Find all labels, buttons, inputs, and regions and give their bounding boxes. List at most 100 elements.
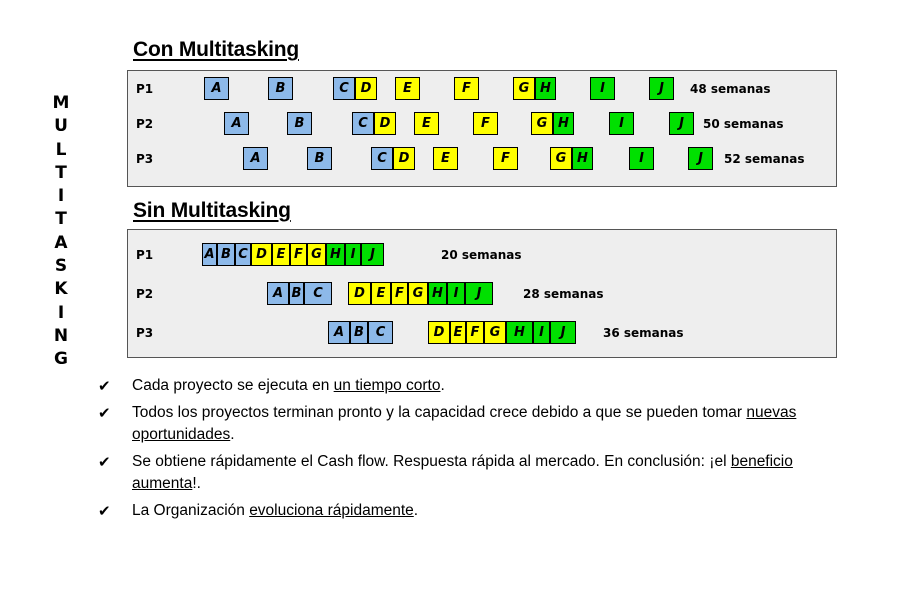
task-box-d: D <box>251 243 272 266</box>
bullet-text: Cada proyecto se ejecuta en <box>132 377 334 394</box>
bullet-text: . <box>440 377 445 394</box>
task-box-j: J <box>669 112 694 135</box>
bullet-emphasis: evoluciona rápidamente <box>249 502 414 519</box>
task-box-a: A <box>267 282 289 305</box>
task-box-j: J <box>688 147 713 170</box>
task-box-g: G <box>408 282 428 305</box>
task-box-a: A <box>224 112 249 135</box>
bullet-item: ✔La Organización evoluciona rápidamente. <box>98 500 818 522</box>
duration-label: 52 semanas <box>724 152 805 166</box>
checkmark-icon: ✔ <box>98 453 111 471</box>
task-box-i: I <box>629 147 654 170</box>
checkmark-icon: ✔ <box>98 404 111 422</box>
checkmark-icon: ✔ <box>98 377 111 395</box>
task-box-e: E <box>433 147 458 170</box>
task-box-d: D <box>374 112 396 135</box>
task-box-j: J <box>465 282 493 305</box>
task-box-f: F <box>473 112 498 135</box>
task-box-b: B <box>350 321 368 344</box>
task-box-f: F <box>493 147 518 170</box>
task-box-e: E <box>395 77 420 100</box>
task-box-f: F <box>454 77 479 100</box>
task-box-b: B <box>287 112 312 135</box>
task-box-j: J <box>550 321 576 344</box>
bullet-item: ✔ Todos los proyectos terminan pronto y l… <box>98 402 818 446</box>
task-box-a: A <box>202 243 217 266</box>
bullet-text: !. <box>192 475 201 492</box>
task-box-c: C <box>235 243 251 266</box>
duration-label: 20 semanas <box>441 248 522 262</box>
task-box-c: C <box>304 282 332 305</box>
bullet-text: Todos los proyectos terminan pronto y la… <box>132 404 747 421</box>
task-box-h: H <box>506 321 533 344</box>
side-word-letter: I <box>57 302 65 323</box>
task-box-e: E <box>414 112 439 135</box>
project-label: P1 <box>136 82 154 96</box>
task-box-a: A <box>204 77 229 100</box>
bullet-text: Se obtiene rápidamente el Cash flow. Res… <box>132 453 731 470</box>
task-box-c: C <box>371 147 393 170</box>
task-box-g: G <box>307 243 326 266</box>
task-box-e: E <box>450 321 466 344</box>
task-box-f: F <box>290 243 307 266</box>
task-box-b: B <box>268 77 293 100</box>
side-word-letter: S <box>54 256 68 277</box>
task-box-g: G <box>531 112 553 135</box>
task-box-d: D <box>348 282 371 305</box>
bullet-text: . <box>413 502 419 519</box>
project-label: P3 <box>136 326 154 340</box>
task-box-h: H <box>535 77 556 100</box>
task-box-d: D <box>428 321 450 344</box>
side-word-letter: G <box>54 349 68 370</box>
task-box-g: G <box>484 321 506 344</box>
bullet-text: . <box>230 426 235 443</box>
project-label: P1 <box>136 248 154 262</box>
bullet-item: ✔ Se obtiene rápidamente el Cash flow. Re… <box>98 451 818 495</box>
task-box-d: D <box>355 77 377 100</box>
bullet-emphasis: un tiempo corto <box>333 377 441 394</box>
task-box-h: H <box>572 147 593 170</box>
task-box-i: I <box>345 243 361 266</box>
task-box-i: I <box>533 321 550 344</box>
task-box-h: H <box>553 112 574 135</box>
project-label: P3 <box>136 152 154 166</box>
task-box-a: A <box>328 321 350 344</box>
bullet-emphasis: beneficio aumenta <box>132 453 793 492</box>
task-box-h: H <box>326 243 345 266</box>
duration-label: 48 semanas <box>690 82 771 96</box>
bullet-text: La Organización <box>132 502 250 519</box>
task-box-b: B <box>289 282 304 305</box>
task-box-d: D <box>393 147 415 170</box>
duration-label: 50 semanas <box>703 117 784 131</box>
side-word-letter: L <box>55 139 67 160</box>
task-box-j: J <box>649 77 674 100</box>
bullet-list: ✔ Cada proyecto se ejecuta en un tiempo c… <box>98 375 818 527</box>
project-label: P2 <box>136 117 154 131</box>
task-box-c: C <box>333 77 355 100</box>
task-box-c: C <box>352 112 374 135</box>
task-box-b: B <box>217 243 235 266</box>
task-box-c: C <box>368 321 393 344</box>
task-box-b: B <box>307 147 332 170</box>
task-box-f: F <box>466 321 484 344</box>
duration-label: 36 semanas <box>603 326 684 340</box>
task-box-i: I <box>609 112 634 135</box>
task-box-h: H <box>428 282 447 305</box>
side-word-letter: K <box>54 279 68 300</box>
section-title-con: Con Multitasking <box>133 38 299 61</box>
side-word-letter: N <box>53 325 69 346</box>
task-box-j: J <box>361 243 384 266</box>
side-word-letter: T <box>55 209 67 230</box>
side-word-letter: A <box>54 232 68 253</box>
side-word-letter: I <box>57 186 65 207</box>
task-box-g: G <box>550 147 572 170</box>
task-box-f: F <box>391 282 408 305</box>
duration-label: 28 semanas <box>523 287 604 301</box>
side-word-letter: U <box>54 116 68 137</box>
bullet-emphasis: nuevas oportunidades <box>132 404 797 443</box>
project-label: P2 <box>136 287 154 301</box>
bullet-item: ✔ Cada proyecto se ejecuta en un tiempo c… <box>98 375 818 397</box>
